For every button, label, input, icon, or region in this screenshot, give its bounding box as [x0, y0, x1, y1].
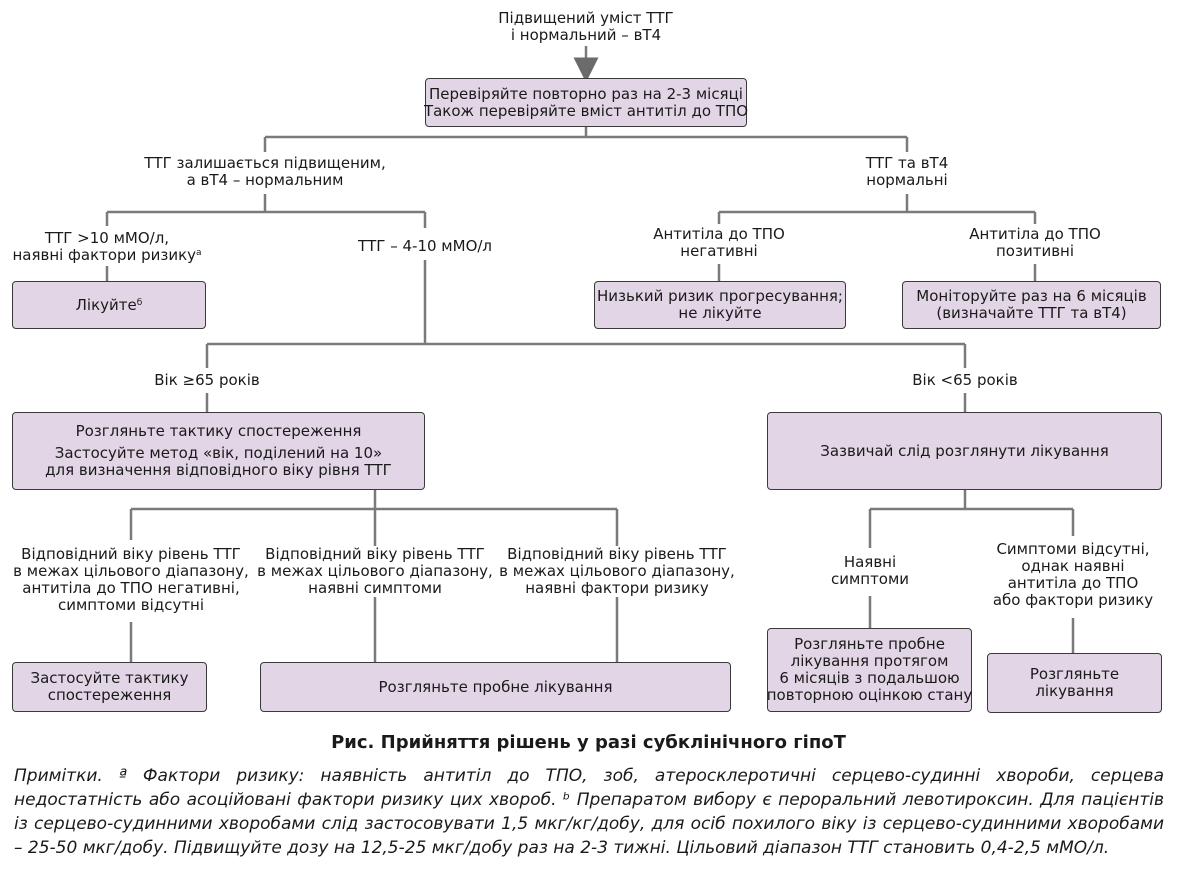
monitor-box: Моніторуйте раз на 6 місяців (визначайте…: [902, 281, 1161, 329]
condition-2-line1: Відповідний віку рівень ТТГ: [265, 545, 485, 563]
apply-observe-box: Застосуйте тактику спостереження: [12, 662, 207, 712]
symptoms-absent-line1: Симптоми відсутні,: [996, 540, 1150, 558]
ab-negative-label: Антитіла до ТПО негативні: [653, 226, 785, 260]
apply-observe-line1: Застосуйте тактику: [30, 669, 189, 687]
symptoms-absent-line3: антитіла до ТПО: [1007, 574, 1139, 592]
observe-line2: Застосуйте метод «вік, поділений на 10»: [54, 444, 383, 462]
age-young-line1: Вік <65 років: [912, 371, 1018, 389]
branch-normal-label: ТТГ та вТ4 нормальні: [866, 155, 949, 189]
symptoms-absent-line4: або фактори ризику: [992, 591, 1154, 609]
ab-positive-line2: позитивні: [995, 242, 1075, 260]
consider-treatment-line2: лікування: [1035, 682, 1114, 700]
branch-elevated-line2: а вТ4 – нормальним: [186, 171, 344, 189]
monitor-line1: Моніторуйте раз на 6 місяців: [916, 287, 1147, 305]
apply-observe-line2: спостереження: [47, 686, 172, 704]
condition-3-line2: в межах цільового діапазону,: [499, 562, 735, 580]
consider-treatment-box: Розгляньте лікування: [987, 653, 1162, 713]
footnote-b-mark: б: [136, 297, 143, 308]
branch-elevated-label: ТТГ залишається підвищеним, а вТ4 – норм…: [144, 155, 385, 189]
symptoms-present-line1: Наявні: [843, 553, 897, 571]
treat-text-wrap: Лікуйтеб: [75, 295, 143, 314]
usually-treat-box: Зазвичай слід розглянути лікування: [767, 412, 1162, 490]
condition-3-line1: Відповідний віку рівень ТТГ: [507, 545, 727, 563]
start-line1: Підвищений уміст ТТГ: [498, 9, 674, 27]
symptoms-present-label: Наявні симптоми: [831, 554, 909, 588]
ab-positive-label: Антитіла до ТПО позитивні: [969, 226, 1101, 260]
tsh-high-line2: наявні фактори ризику: [12, 246, 197, 264]
age-old-line1: Вік ≥65 років: [154, 371, 260, 389]
age-young-label: Вік <65 років: [912, 372, 1017, 389]
figure-note: Примітки. ª Фактори ризику: наявність ан…: [14, 766, 1164, 858]
low-risk-line2: не лікуйте: [678, 304, 762, 322]
condition-2-label: Відповідний віку рівень ТТГ в межах ціль…: [255, 546, 495, 597]
tsh-high-line1: ТТГ >10 мМО/л,: [44, 229, 170, 247]
condition-1-line3: антитіла до ТПО негативні,: [22, 579, 240, 597]
start-label: Підвищений уміст ТТГ і нормальний – вТ4: [498, 10, 673, 44]
treat-box: Лікуйтеб: [12, 281, 206, 329]
trial-6m-line3: 6 місяців з подальшою: [779, 669, 960, 687]
tsh-high-label: ТТГ >10 мМО/л, наявні фактори ризикуа: [12, 230, 201, 264]
treat-text: Лікуйте: [75, 295, 137, 314]
condition-1-label: Відповідний віку рівень ТТГ в межах ціль…: [13, 546, 249, 614]
symptoms-present-line2: симптоми: [830, 570, 910, 588]
low-risk-box: Низький ризик прогресування; не лікуйте: [594, 281, 846, 329]
ab-negative-line2: негативні: [680, 242, 758, 260]
branch-normal-line2: нормальні: [866, 171, 948, 189]
branch-normal-line1: ТТГ та вТ4: [865, 154, 949, 172]
ab-positive-line1: Антитіла до ТПО: [969, 225, 1101, 243]
trial-treatment-line1: Розгляньте пробне лікування: [378, 677, 613, 696]
condition-2-line2: в межах цільового діапазону,: [257, 562, 493, 580]
tsh-mid-label: ТТГ – 4-10 мМО/л: [358, 238, 492, 255]
usually-treat-line1: Зазвичай слід розглянути лікування: [820, 441, 1109, 460]
condition-2-line3: наявні симптоми: [308, 579, 442, 597]
recheck-box: Перевіряйте повторно раз на 2-3 місяці Т…: [423, 78, 749, 127]
branch-elevated-line1: ТТГ залишається підвищеним,: [144, 154, 386, 172]
tsh-mid-line1: ТТГ – 4-10 мМО/л: [357, 237, 493, 255]
condition-3-line3: наявні фактори ризику: [525, 579, 709, 597]
observe-box: Розгляньте тактику спостереження Застосу…: [12, 412, 425, 490]
condition-1-line2: в межах цільового діапазону,: [13, 562, 249, 580]
ab-negative-line1: Антитіла до ТПО: [653, 225, 785, 243]
symptoms-absent-label: Симптоми відсутні, однак наявні антитіла…: [993, 541, 1153, 609]
age-old-label: Вік ≥65 років: [154, 372, 259, 389]
trial-6m-line4: повторною оцінкою стану: [766, 686, 973, 704]
trial-treatment-box: Розгляньте пробне лікування: [260, 662, 731, 712]
trial-6-months-box: Розгляньте пробне лікування протягом 6 м…: [767, 628, 972, 712]
trial-6m-line1: Розгляньте пробне: [794, 635, 945, 653]
observe-line3: для визначення відповідного віку рівня Т…: [45, 461, 392, 479]
low-risk-line1: Низький ризик прогресування;: [597, 287, 843, 305]
figure-caption: Рис. Прийняття рішень у разі субклінічно…: [331, 732, 846, 753]
observe-line1: Розгляньте тактику спостереження: [75, 422, 362, 440]
monitor-line2: (визначайте ТТГ та вТ4): [936, 304, 1127, 322]
condition-3-label: Відповідний віку рівень ТТГ в межах ціль…: [497, 546, 737, 597]
footnote-a-mark: а: [196, 248, 202, 258]
recheck-line2: Також перевіряйте вміст антитіл до ТПО: [423, 101, 749, 120]
consider-treatment-line1: Розгляньте: [1029, 665, 1120, 683]
condition-1-line4: симптоми відсутні: [57, 596, 205, 614]
symptoms-absent-line2: однак наявні: [1021, 557, 1125, 575]
trial-6m-line2: лікування протягом: [790, 652, 949, 670]
condition-1-line1: Відповідний віку рівень ТТГ: [21, 545, 241, 563]
recheck-line1: Перевіряйте повторно раз на 2-3 місяці: [429, 84, 743, 103]
start-line2: і нормальний – вТ4: [510, 26, 662, 44]
